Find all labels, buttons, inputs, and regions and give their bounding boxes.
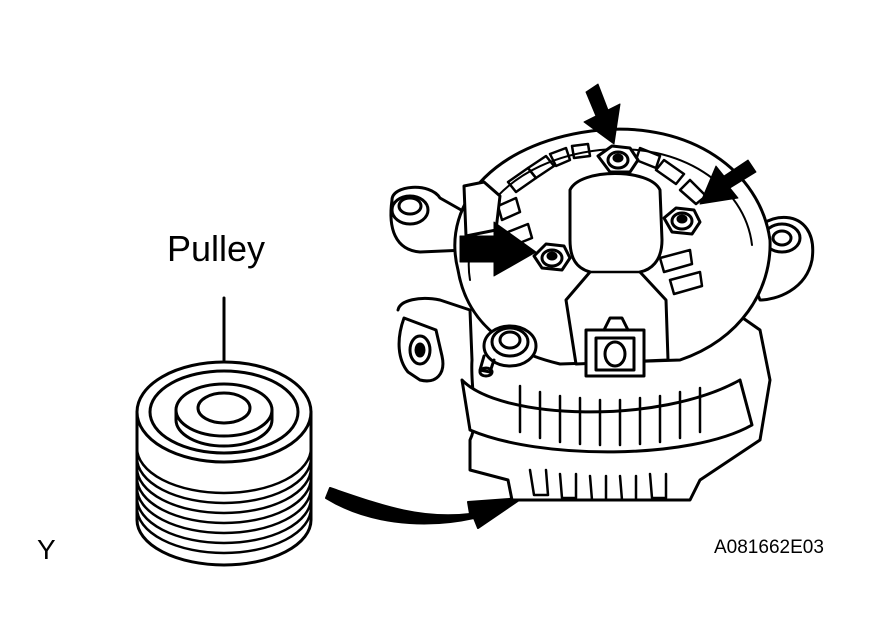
pulley-label: Pulley (167, 228, 266, 269)
arrow-right-bolt (699, 159, 757, 205)
install-direction-arrow (325, 487, 523, 529)
regulator-cover (564, 172, 670, 366)
bolt-right (662, 206, 702, 236)
corner-mark: Y (37, 534, 56, 565)
arrow-left-bolt (459, 221, 537, 277)
alternator-drawing (389, 127, 815, 502)
cooling-fins (518, 384, 702, 447)
pulley-face-ring (148, 369, 300, 455)
pulley-drawing (135, 296, 313, 567)
connector-socket (584, 316, 646, 378)
pulley-grooves (135, 446, 313, 555)
bolt-left (532, 242, 572, 272)
front-vents (528, 468, 668, 502)
rear-cover-vents (496, 142, 708, 296)
arrow-top-bolt (583, 83, 621, 145)
b-terminal (478, 324, 538, 378)
terminal-boss-left (462, 180, 502, 238)
bolt-top (596, 144, 640, 174)
bolt-indicator-arrows (459, 83, 757, 277)
figure-code: A081662E03 (714, 537, 824, 558)
